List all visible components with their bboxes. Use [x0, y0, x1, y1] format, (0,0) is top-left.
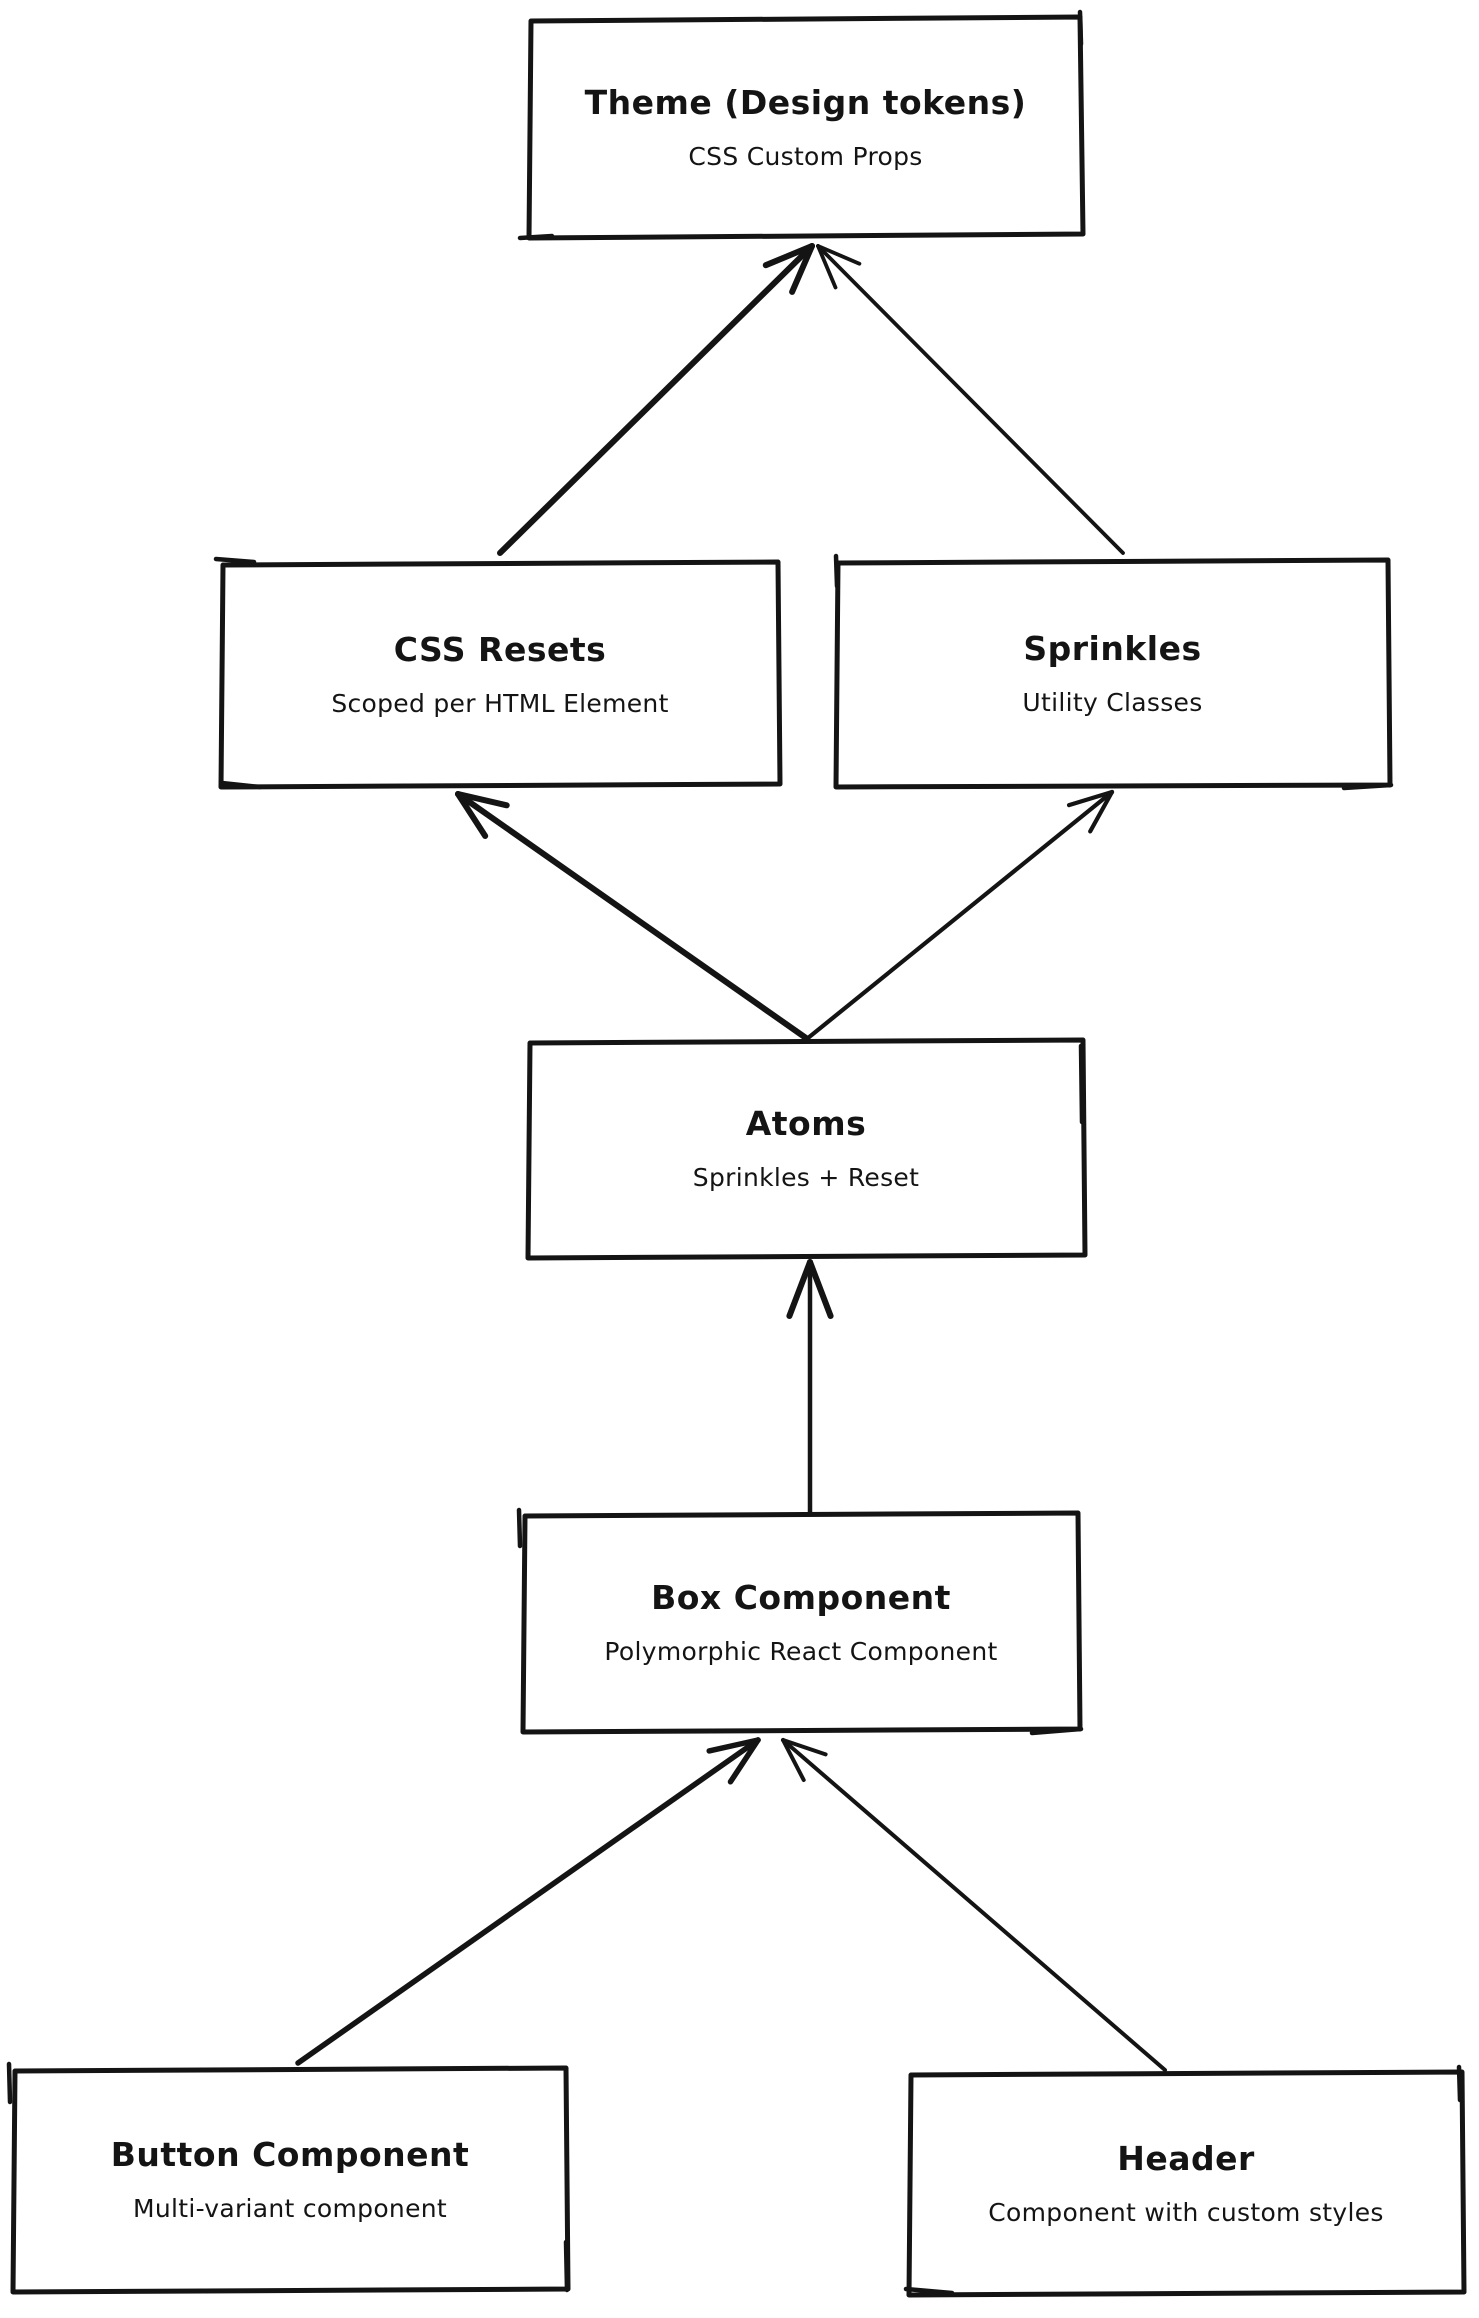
edge-atoms-to-css-resets	[455, 791, 809, 1041]
sketch-overshoot-strokes	[6, 9, 1463, 2296]
edge-button-component-to-box-component	[295, 1737, 761, 2066]
edge-atoms-to-sprinkles	[805, 789, 1115, 1041]
node-box-component-outline	[520, 1510, 1083, 1735]
edge-css-resets-to-theme	[497, 243, 815, 556]
edge-sprinkles-to-theme	[816, 244, 1125, 555]
node-header-outline	[906, 2069, 1467, 2298]
edge-box-component-to-atoms	[786, 1259, 834, 1515]
node-css-resets-outline	[218, 559, 783, 790]
node-theme-outline	[526, 14, 1086, 241]
node-button-component-outline	[10, 2065, 571, 2295]
node-atoms-outline	[525, 1037, 1088, 1261]
node-sprinkles-outline	[833, 557, 1393, 790]
edge-header-to-box-component	[781, 1738, 1167, 2072]
